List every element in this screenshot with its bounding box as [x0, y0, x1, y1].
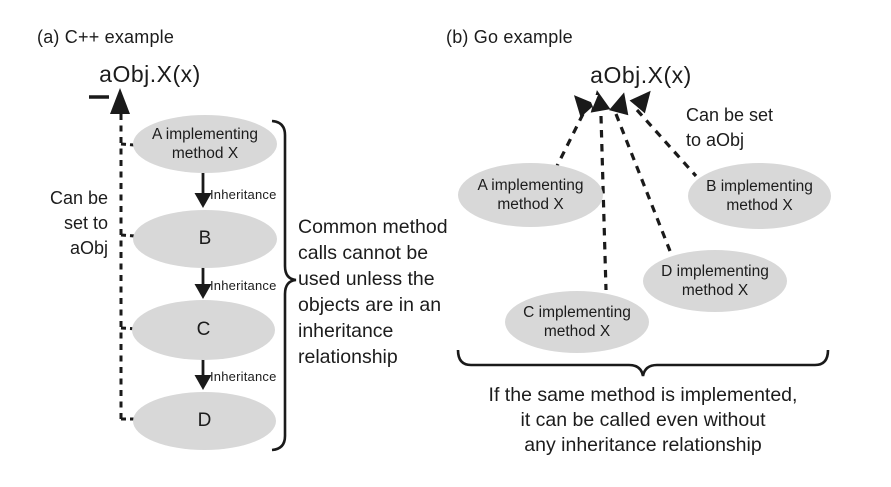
inheritance-arrow-b-c: [194, 265, 212, 299]
inheritance-label-1: Inheritance: [210, 187, 277, 202]
inheritance-label-3: Inheritance: [210, 369, 277, 384]
up-arrowhead-a: [110, 88, 130, 114]
arrowhead-notch: [588, 95, 598, 107]
node-ellipse-c1: C: [132, 300, 275, 360]
node-label-d1: D: [197, 410, 212, 431]
brace-note-a: Common method calls cannot be used unles…: [298, 216, 448, 368]
node-label-a2: A implementing method X: [477, 177, 584, 213]
dashed-line-a-to-call: [554, 113, 585, 169]
inheritance-label-2: Inheritance: [210, 278, 277, 293]
inheritance-arrow-a-b: [194, 173, 212, 208]
dashed-line-d-to-call: [614, 113, 672, 252]
node-ellipse-d1: D: [133, 392, 276, 450]
panel-a-title: (a) C++ example: [37, 27, 175, 47]
brace-note-b: If the same method is implemented, it ca…: [488, 384, 798, 456]
node-ellipse-a2: A implementing method X: [458, 163, 603, 227]
dashed-line-b-to-call: [635, 108, 698, 178]
node-ellipse-d2: D implementing method X: [643, 250, 787, 312]
node-ellipse-c2: C implementing method X: [505, 291, 649, 353]
node-label-b1: B: [198, 228, 212, 249]
panel-b-title: (b) Go example: [446, 27, 573, 47]
node-label-a1: A implementing method X: [152, 126, 258, 162]
can-be-set-note-b: Can be set to aObj: [686, 105, 774, 150]
dashed-line-c-to-call: [599, 115, 608, 291]
method-call-label-b: aObj.X(x): [590, 62, 692, 88]
node-ellipse-b2: B implementing method X: [688, 163, 831, 229]
inheritance-arrow-c-d: [194, 356, 212, 390]
curly-brace-b: [456, 349, 830, 377]
stub-to-node-b: [120, 233, 136, 238]
node-label-c1: C: [196, 319, 211, 340]
node-label-d2: D implementing method X: [661, 263, 769, 299]
node-label-c2: C implementing method X: [523, 304, 631, 340]
stub-to-node-c: [120, 326, 139, 331]
method-call-label-a: aObj.X(x): [99, 61, 201, 87]
stub-to-node-a: [120, 142, 135, 147]
node-ellipse-b1: B: [133, 210, 277, 268]
node-label-b2: B implementing method X: [706, 178, 813, 214]
arrowhead-cluster-b: [573, 90, 651, 118]
can-be-set-note-a: Can be set to aObj: [49, 188, 108, 258]
curly-brace-a: [271, 119, 297, 452]
node-ellipse-a1: A implementing method X: [133, 115, 277, 173]
